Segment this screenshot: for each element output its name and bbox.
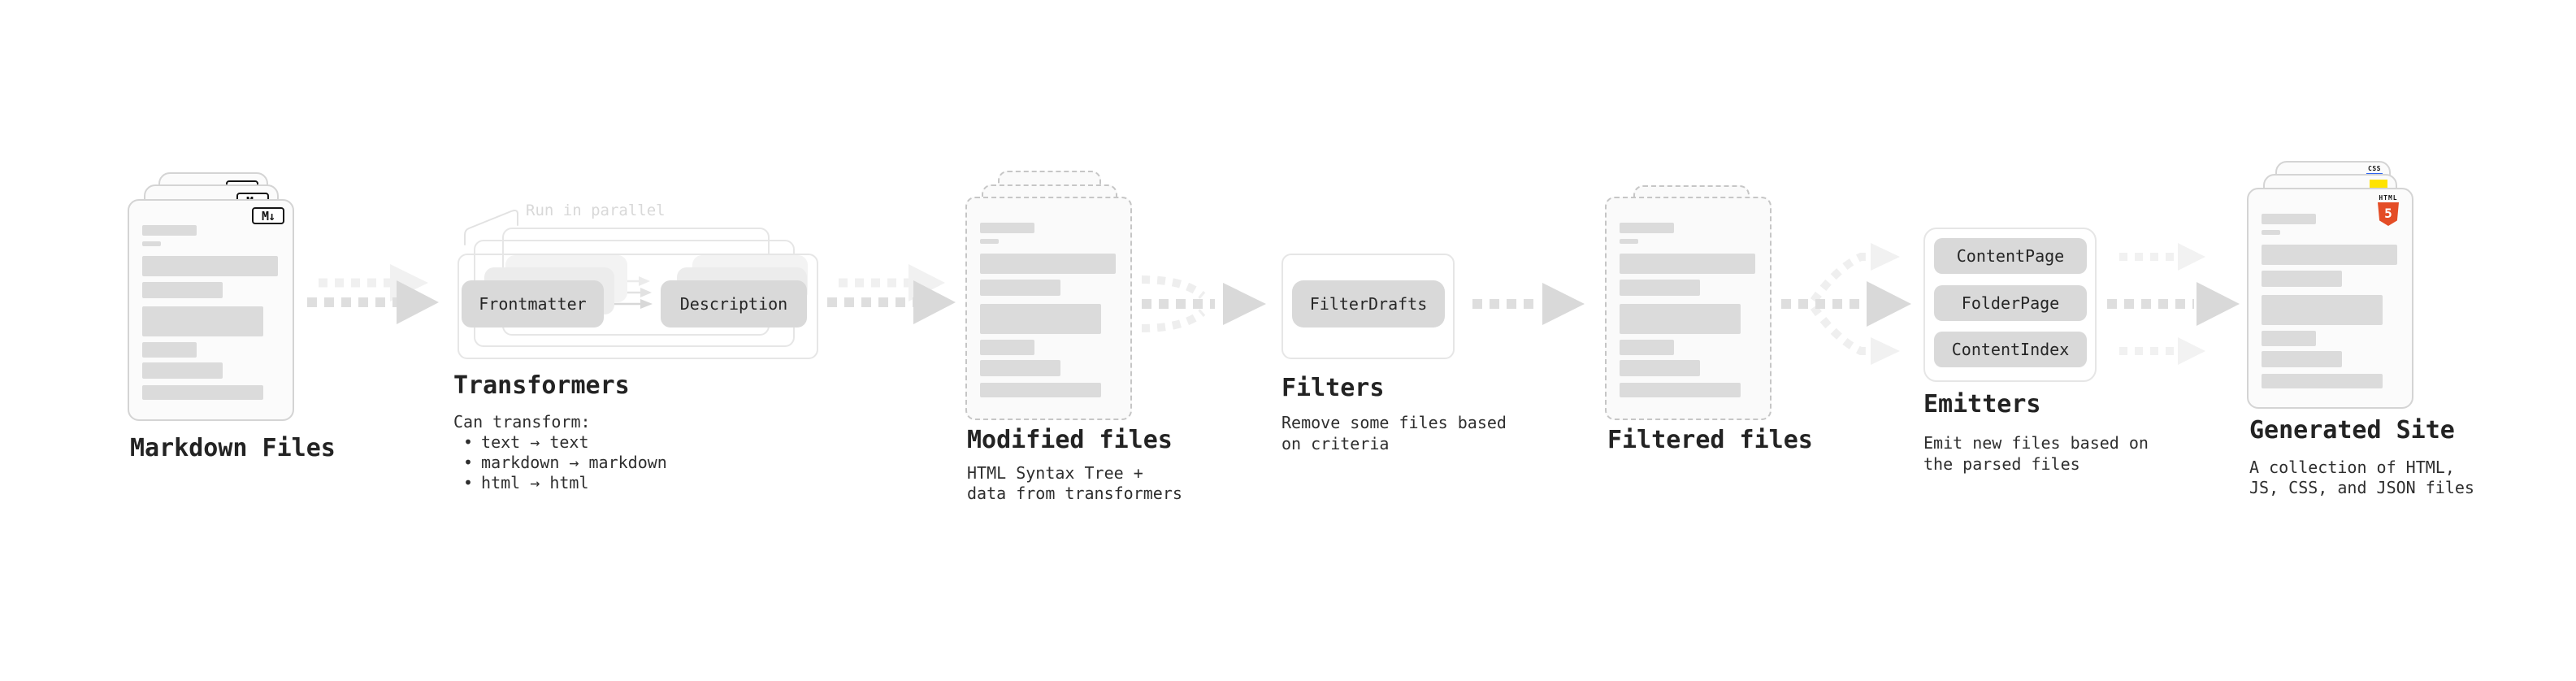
markdown-files-title: Markdown Files xyxy=(130,434,336,462)
document-text-placeholder xyxy=(967,198,1130,419)
transformers-title: Transformers xyxy=(453,371,630,400)
description-chip: Description xyxy=(661,280,807,327)
filters-desc-line2: on criteria xyxy=(1281,434,1390,453)
generated-site-title: Generated Site xyxy=(2249,416,2455,445)
modified-file-card-front xyxy=(965,197,1132,420)
document-text-placeholder xyxy=(129,201,293,419)
emitters-shell xyxy=(1923,228,2097,382)
css-icon-label: CSS xyxy=(2368,165,2381,172)
html5-icon: HTML 5 xyxy=(2376,194,2400,226)
modified-files-desc-line2: data from transformers xyxy=(967,484,1182,503)
html5-icon-word: HTML xyxy=(2379,194,2398,202)
bullet-icon: • xyxy=(463,473,474,492)
bullet-icon: • xyxy=(463,432,474,452)
transformers-description: Can transform: • text → text • markdown … xyxy=(453,412,667,493)
transformers-desc-heading: Can transform: xyxy=(453,412,591,432)
generated-site-desc-line1: A collection of HTML, xyxy=(2249,458,2455,477)
arrow-markdown-to-transformers xyxy=(307,264,439,324)
filters-shell xyxy=(1281,254,1455,359)
transformer-shell-front xyxy=(458,254,818,359)
modified-files-desc-line1: HTML Syntax Tree + xyxy=(967,463,1143,483)
filterdrafts-chip: FilterDrafts xyxy=(1292,280,1445,327)
document-text-placeholder xyxy=(1607,198,1770,419)
bullet-item-label: html → html xyxy=(481,473,589,492)
bullet-item-label: text → text xyxy=(481,432,589,452)
filtered-files-title: Filtered files xyxy=(1607,426,1813,454)
arrow-emitters-to-generated xyxy=(2107,243,2240,365)
frontmatter-chip: Frontmatter xyxy=(462,280,604,327)
filters-desc-line1: Remove some files based xyxy=(1281,413,1507,432)
contentindex-chip: ContentIndex xyxy=(1934,332,2087,367)
javascript-icon xyxy=(2370,180,2387,189)
emitters-title: Emitters xyxy=(1923,390,2041,419)
bullet-icon: • xyxy=(463,453,474,472)
arrow-filtered-to-emitters xyxy=(1781,243,1911,365)
filtered-file-card-front xyxy=(1605,197,1772,420)
generated-site-desc-line2: JS, CSS, and JSON files xyxy=(2249,478,2474,497)
transform-bullet-html: • html → html xyxy=(453,473,667,493)
contentpage-chip: ContentPage xyxy=(1934,238,2087,274)
markdown-icon: M↓ xyxy=(252,207,284,224)
markdown-file-card-front: M↓ xyxy=(128,199,294,421)
arrow-transformers-to-modified xyxy=(827,264,956,324)
run-in-parallel-label: Run in parallel xyxy=(526,202,666,219)
filters-description: Remove some files based on criteria xyxy=(1281,412,1507,454)
bullet-item-label: markdown → markdown xyxy=(481,453,667,472)
transform-bullet-markdown: • markdown → markdown xyxy=(453,453,667,473)
emitters-description: Emit new files based on the parsed files xyxy=(1923,432,2149,475)
arrow-modified-to-filters xyxy=(1141,275,1266,332)
generated-html-file-card: HTML 5 xyxy=(2247,188,2413,409)
generated-site-description: A collection of HTML, JS, CSS, and JSON … xyxy=(2249,458,2474,498)
emitters-desc-line2: the parsed files xyxy=(1923,454,2080,474)
document-text-placeholder xyxy=(2249,189,2412,407)
run-in-parallel-leader-line xyxy=(464,210,518,245)
filters-title: Filters xyxy=(1281,374,1385,402)
folderpage-chip: FolderPage xyxy=(1934,285,2087,321)
arrow-filters-to-filtered xyxy=(1472,283,1585,325)
modified-files-title: Modified files xyxy=(967,426,1173,454)
emitters-desc-line1: Emit new files based on xyxy=(1923,433,2149,453)
modified-files-description: HTML Syntax Tree + data from transformer… xyxy=(967,463,1182,504)
transform-bullet-text: • text → text xyxy=(453,432,667,453)
